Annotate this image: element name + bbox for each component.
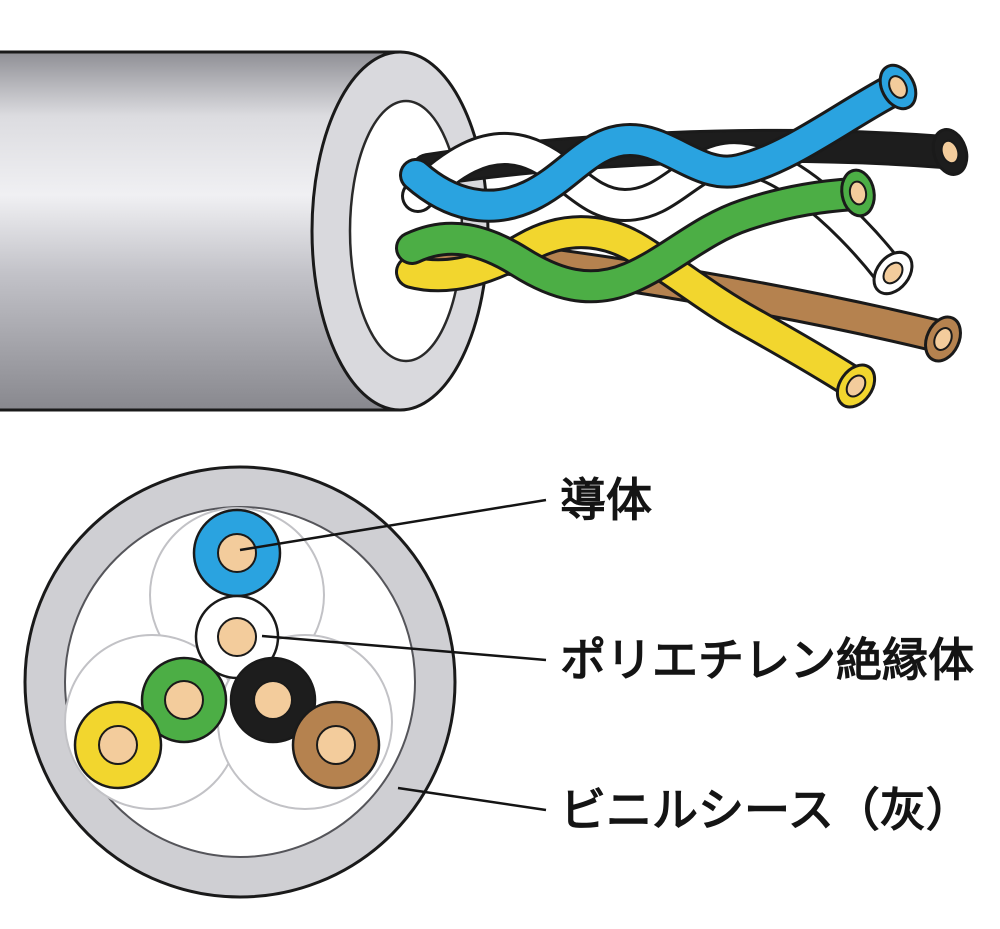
wire-brown-tip-conductor [933,327,953,351]
wire-green-tip [840,168,876,218]
wire-yellow-tip-conductor [845,374,867,398]
wire-white-tip [872,250,914,296]
label-sheath: ビニルシース（灰） [560,783,972,837]
wire-green-tip-conductor [848,180,868,206]
callouts: 導体 ポリエチレン絶縁体 ビニルシース（灰） [239,473,974,837]
cross-wire-green-conductor [164,680,204,720]
wire-black-tip-conductor [940,139,960,165]
label-conductor: 導体 [560,473,652,527]
cross-wire-blue-conductor [217,533,257,573]
wire-white-tip-conductor [882,261,904,285]
wire-white [404,134,902,284]
label-insulation: ポリエチレン絶縁体 [560,633,974,687]
cable-cutaway [0,50,969,412]
leader-line-insulation [261,634,547,662]
leader-line-sheath [397,786,547,812]
cross-wire-brown-conductor [316,725,356,765]
wire-yellow-tip [835,363,877,409]
wire-blue [402,76,907,220]
wire-brown-tip [924,315,962,363]
wire-blue-tip [878,63,918,111]
wire-green [398,180,868,301]
wire-blue-tip-conductor [888,75,908,99]
cross-wire-yellow-conductor [98,725,138,765]
cross-section [23,465,457,899]
leader-line-conductor [239,498,547,552]
cross-wire-black-conductor [253,680,293,720]
wire-black-tip [931,128,969,176]
cross-wire-white-conductor [217,617,257,657]
